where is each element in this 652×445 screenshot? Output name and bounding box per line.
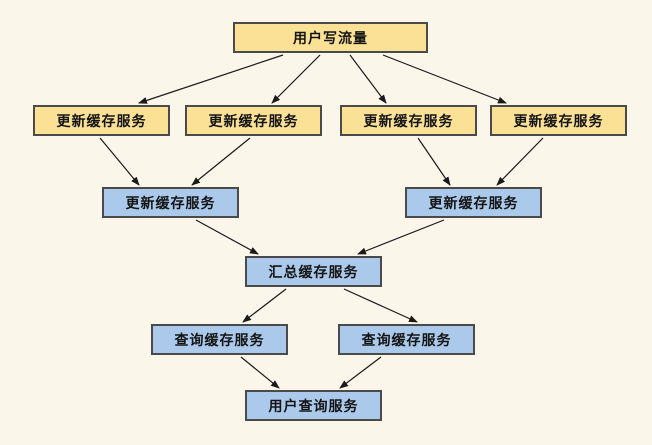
node-user-query-service: 用户查询服务 <box>245 390 382 421</box>
node-user-write-traffic: 用户写流量 <box>233 22 428 53</box>
flow-arrow-update-l2-left-to-aggregate <box>195 219 259 255</box>
node-update-cache-service-l2-left: 更新缓存服务 <box>102 187 239 218</box>
node-update-cache-service-2: 更新缓存服务 <box>185 105 322 136</box>
node-query-cache-service-right: 查询缓存服务 <box>338 324 475 355</box>
flow-arrow-update-4-to-update-l2-right <box>496 137 544 186</box>
flow-arrow-aggregate-to-query-right <box>343 288 418 323</box>
flow-arrow-update-3-to-update-l2-right <box>417 137 451 186</box>
flow-arrow-update-2-to-update-l2-left <box>191 137 251 186</box>
node-aggregate-cache-service: 汇总缓存服务 <box>245 256 382 287</box>
flow-arrow-update-l2-right-to-aggregate <box>357 219 445 255</box>
flow-arrow-update-1-to-update-l2-left <box>99 137 140 186</box>
node-update-cache-service-1: 更新缓存服务 <box>33 105 170 136</box>
node-update-cache-service-l2-right: 更新缓存服务 <box>405 187 542 218</box>
flow-arrow-user-write-to-update-4 <box>382 54 507 104</box>
flow-arrow-user-write-to-update-3 <box>349 54 387 104</box>
flow-arrow-user-write-to-update-1 <box>138 54 284 104</box>
node-update-cache-service-4: 更新缓存服务 <box>490 105 627 136</box>
node-update-cache-service-3: 更新缓存服务 <box>340 105 477 136</box>
flow-arrow-query-left-to-user-query <box>240 356 280 389</box>
flow-arrow-aggregate-to-query-left <box>242 288 287 323</box>
node-query-cache-service-left: 查询缓存服务 <box>151 324 288 355</box>
flow-arrow-user-write-to-update-2 <box>271 54 321 104</box>
flow-arrow-query-right-to-user-query <box>339 356 382 389</box>
